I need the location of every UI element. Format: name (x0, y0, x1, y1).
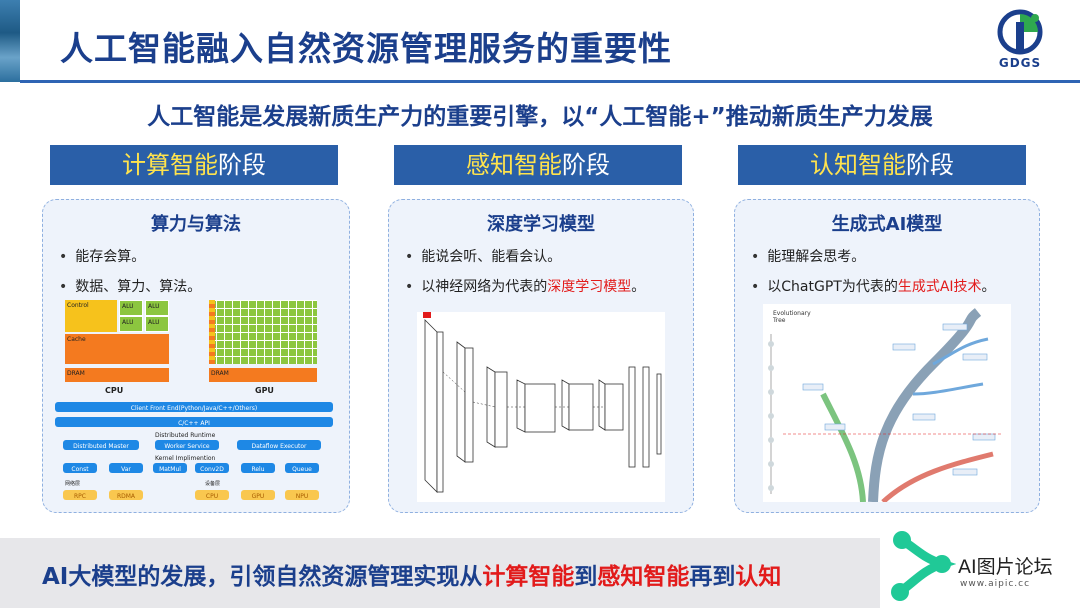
cnn-architecture-diagram (417, 312, 665, 502)
stage-perception: 感知智能阶段 (394, 145, 682, 185)
c-api: C/C++ API (55, 417, 333, 427)
bullet-highlight: 生成式AI技术 (897, 279, 982, 295)
bullet-item: 以ChatGPT为代表的生成式AI技术。 (751, 276, 996, 296)
slide-header: 人工智能融入自然资源管理服务的重要性 GDGS (0, 0, 1080, 83)
op-relu: Relu (241, 463, 275, 473)
stage-suffix: 阶段 (562, 151, 610, 179)
device-cpu: CPU (195, 490, 229, 500)
watermark-text: AI图片论坛 (958, 556, 1053, 578)
cpu-gpu-diagram: Control ALU ALU ALU ALU Cache DRAM CPU D… (53, 300, 341, 506)
net-rdma: RDMA (109, 490, 143, 500)
device-layer-label: 设备层 (205, 481, 221, 487)
stage-cognition: 认知智能阶段 (738, 145, 1026, 185)
bullet-list: 能理解会思考。 以ChatGPT为代表的生成式AI技术。 (751, 246, 996, 306)
op-var: Var (109, 463, 143, 473)
cnn-diagram-graphic (423, 312, 662, 493)
bullet-item: 以神经网络为代表的深度学习模型。 (405, 276, 645, 296)
banner-part: 到 (574, 564, 598, 590)
stage-suffix: 阶段 (906, 151, 954, 179)
bullet-item: 数据、算力、算法。 (59, 276, 201, 296)
card-title: 算力与算法 (151, 214, 241, 235)
bullet-list: 能存会算。 数据、算力、算法。 (59, 246, 201, 306)
kernel-label: Kernel Implimention (155, 455, 216, 462)
tree-title: Evolutionary Tree (773, 310, 811, 324)
bullet-text: 以神经网络为代表的 (421, 279, 548, 295)
card-title: 深度学习模型 (487, 214, 595, 235)
bullet-highlight: 深度学习模型 (547, 279, 632, 295)
banner-part: 再到 (689, 564, 736, 590)
op-queue: Queue (285, 463, 319, 473)
cpu-label: CPU (105, 386, 124, 395)
bullet-list: 能说会听、能看会认。 以神经网络为代表的深度学习模型。 (405, 246, 645, 306)
client-front-end: Client Front End(Python/Java/C++/Others) (55, 402, 333, 412)
net-layer-label: 网络层 (65, 481, 81, 487)
cpu-control: Control (65, 300, 117, 332)
card-cognition: 生成式AI模型 能理解会思考。 以ChatGPT为代表的生成式AI技术。 Evo… (734, 199, 1040, 513)
conclusion-text: AI大模型的发展，引领自然资源管理实现从计算智能到感知智能再到认知 (42, 557, 781, 591)
op-const: Const (63, 463, 97, 473)
cpu-dram: DRAM (65, 368, 169, 382)
net-rpc: RPC (63, 490, 97, 500)
stage-highlight: 计算智能 (122, 151, 218, 179)
stage-highlight: 感知智能 (466, 151, 562, 179)
card-computing: 算力与算法 能存会算。 数据、算力、算法。 Control ALU ALU AL… (42, 199, 350, 513)
bullet-item: 能理解会思考。 (751, 246, 996, 266)
cpu-alu: ALU (145, 316, 169, 332)
distributed-master: Distributed Master (63, 440, 139, 450)
bullet-text: 。 (631, 279, 646, 295)
worker-service: Worker Service (155, 440, 219, 450)
cpu-alu: ALU (119, 316, 143, 332)
card-title: 生成式AI模型 (831, 214, 943, 235)
llm-evolutionary-tree: Evolutionary Tree (763, 304, 1011, 504)
gpu-dram: DRAM (209, 368, 317, 382)
cpu-cache: Cache (65, 334, 169, 364)
gdgs-logo: GDGS (985, 8, 1055, 74)
bullet-item: 能存会算。 (59, 246, 201, 266)
gpu-cores (209, 300, 317, 364)
device-npu: NPU (285, 490, 319, 500)
header-divider (20, 80, 1080, 83)
banner-highlight: 认知 (735, 564, 782, 590)
site-watermark: AI图片论坛 www.aipic.cc (880, 528, 1080, 608)
gdgs-logo-icon (997, 9, 1043, 55)
op-conv2d: Conv2D (195, 463, 229, 473)
stage-highlight: 认知智能 (810, 151, 906, 179)
dataflow-executor: Dataflow Executor (237, 440, 321, 450)
cpu-alu: ALU (145, 300, 169, 316)
stage-suffix: 阶段 (218, 151, 266, 179)
slide-title: 人工智能融入自然资源管理服务的重要性 (60, 29, 672, 68)
slide-subtitle: 人工智能是发展新质生产力的重要引擎，以“人工智能+”推动新质生产力发展 (147, 104, 933, 130)
header-photo-strip (0, 0, 20, 82)
cpu-alu: ALU (119, 300, 143, 316)
logo-text: GDGS (998, 56, 1042, 70)
banner-highlight: 计算智能 (482, 564, 575, 590)
stage-computing: 计算智能阶段 (50, 145, 338, 185)
bullet-text: 以ChatGPT为代表的 (767, 279, 898, 295)
distributed-runtime-label: Distributed Runtime (155, 432, 216, 439)
watermark-url: www.aipic.cc (960, 579, 1031, 589)
gpu-label: GPU (255, 386, 274, 395)
device-gpu: GPU (241, 490, 275, 500)
card-perception: 深度学习模型 能说会听、能看会认。 以神经网络为代表的深度学习模型。 (388, 199, 694, 513)
op-matmul: MatMul (153, 463, 187, 473)
evolutionary-tree-graphic (768, 308, 1003, 504)
bullet-item: 能说会听、能看会认。 (405, 246, 645, 266)
banner-highlight: 感知智能 (597, 564, 690, 590)
bullet-text: 。 (981, 279, 996, 295)
watermark-logo-icon (891, 531, 957, 601)
banner-part: AI大模型的发展，引领自然资源管理实现从 (42, 564, 483, 590)
